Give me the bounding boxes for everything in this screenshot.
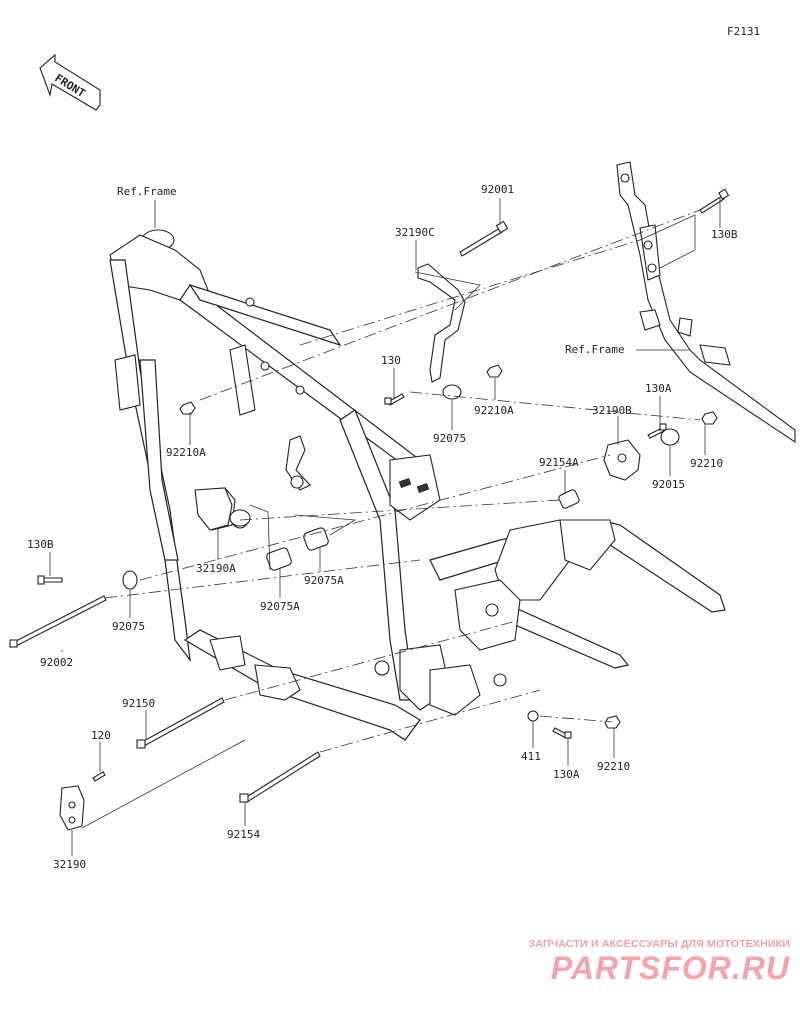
- label-32190a: 32190A: [196, 562, 236, 575]
- leader-lines: [49, 198, 721, 856]
- spacer-92075a-right: [303, 527, 329, 551]
- label-32190b: 32190B: [592, 404, 632, 417]
- label-92154a: 92154A: [539, 456, 579, 469]
- label-130a-top: 130A: [645, 382, 672, 395]
- label-32190c: 32190C: [395, 226, 435, 239]
- washer-92075-left: [122, 570, 138, 590]
- ref-frame-label-left: Ref.Frame: [117, 185, 177, 198]
- washer-92075-mid: [442, 384, 462, 400]
- label-92154: 92154: [227, 828, 260, 841]
- label-92075a-left: 92075A: [260, 600, 300, 613]
- nut-92210a-left: [179, 401, 196, 415]
- label-130b-left: 130B: [27, 538, 54, 551]
- label-130a-bottom: 130A: [553, 768, 580, 781]
- nut-92210a-mid: [486, 364, 503, 378]
- spacer-92075a-left: [266, 547, 292, 571]
- spacer-92154a: [558, 489, 580, 509]
- label-92015: 92015: [652, 478, 685, 491]
- front-arrow-icon: FRONT: [39, 53, 101, 111]
- label-411: 411: [521, 750, 541, 763]
- label-130b-top: 130B: [711, 228, 738, 241]
- label-92002: 92002: [40, 656, 73, 669]
- label-120: 120: [91, 729, 111, 742]
- nut-92210-top: [701, 411, 718, 425]
- bolt-130a-bottom: [552, 727, 572, 739]
- nut-92210-bottom: [604, 715, 621, 729]
- label-92210a-mid: 92210A: [474, 404, 514, 417]
- bracket-32190c: [417, 263, 466, 383]
- washer-92015: [660, 428, 680, 446]
- label-92075-mid: 92075: [433, 432, 466, 445]
- watermark-logo: PARTSFOR.RU: [550, 950, 790, 986]
- bracket-32190a: [194, 487, 233, 531]
- label-92075a-right: 92075A: [304, 574, 344, 587]
- bolt-130: [384, 393, 405, 406]
- parts: [9, 188, 730, 831]
- label-92075-left: 92075: [112, 620, 145, 633]
- label-92150: 92150: [122, 697, 155, 710]
- washer-411: [527, 710, 539, 722]
- ref-frame-label-right: Ref.Frame: [565, 343, 625, 356]
- watermark-tagline: ЗАПЧАСТИ И АКСЕССУАРЫ ДЛЯ МОТОТЕХНИКИ: [528, 938, 790, 950]
- screw-120: [92, 771, 106, 782]
- axis-lines: [104, 209, 701, 753]
- label-92210-top: 92210: [690, 457, 723, 470]
- diagram-code: F2131: [727, 25, 760, 38]
- label-92210a-left: 92210A: [166, 446, 206, 459]
- label-32190: 32190: [53, 858, 86, 871]
- bolt-92002: [9, 595, 107, 648]
- bolt-130b-top: [699, 188, 730, 214]
- bolt-92001: [459, 220, 509, 257]
- bolt-92154: [239, 751, 321, 803]
- label-92001: 92001: [481, 183, 514, 196]
- label-130: 130: [381, 354, 401, 367]
- bolt-92150: [136, 697, 225, 749]
- bolt-130b-left: [37, 575, 63, 585]
- subframe-drawing: [616, 161, 796, 444]
- frame-drawing: [109, 229, 726, 741]
- label-92210-bottom: 92210: [597, 760, 630, 773]
